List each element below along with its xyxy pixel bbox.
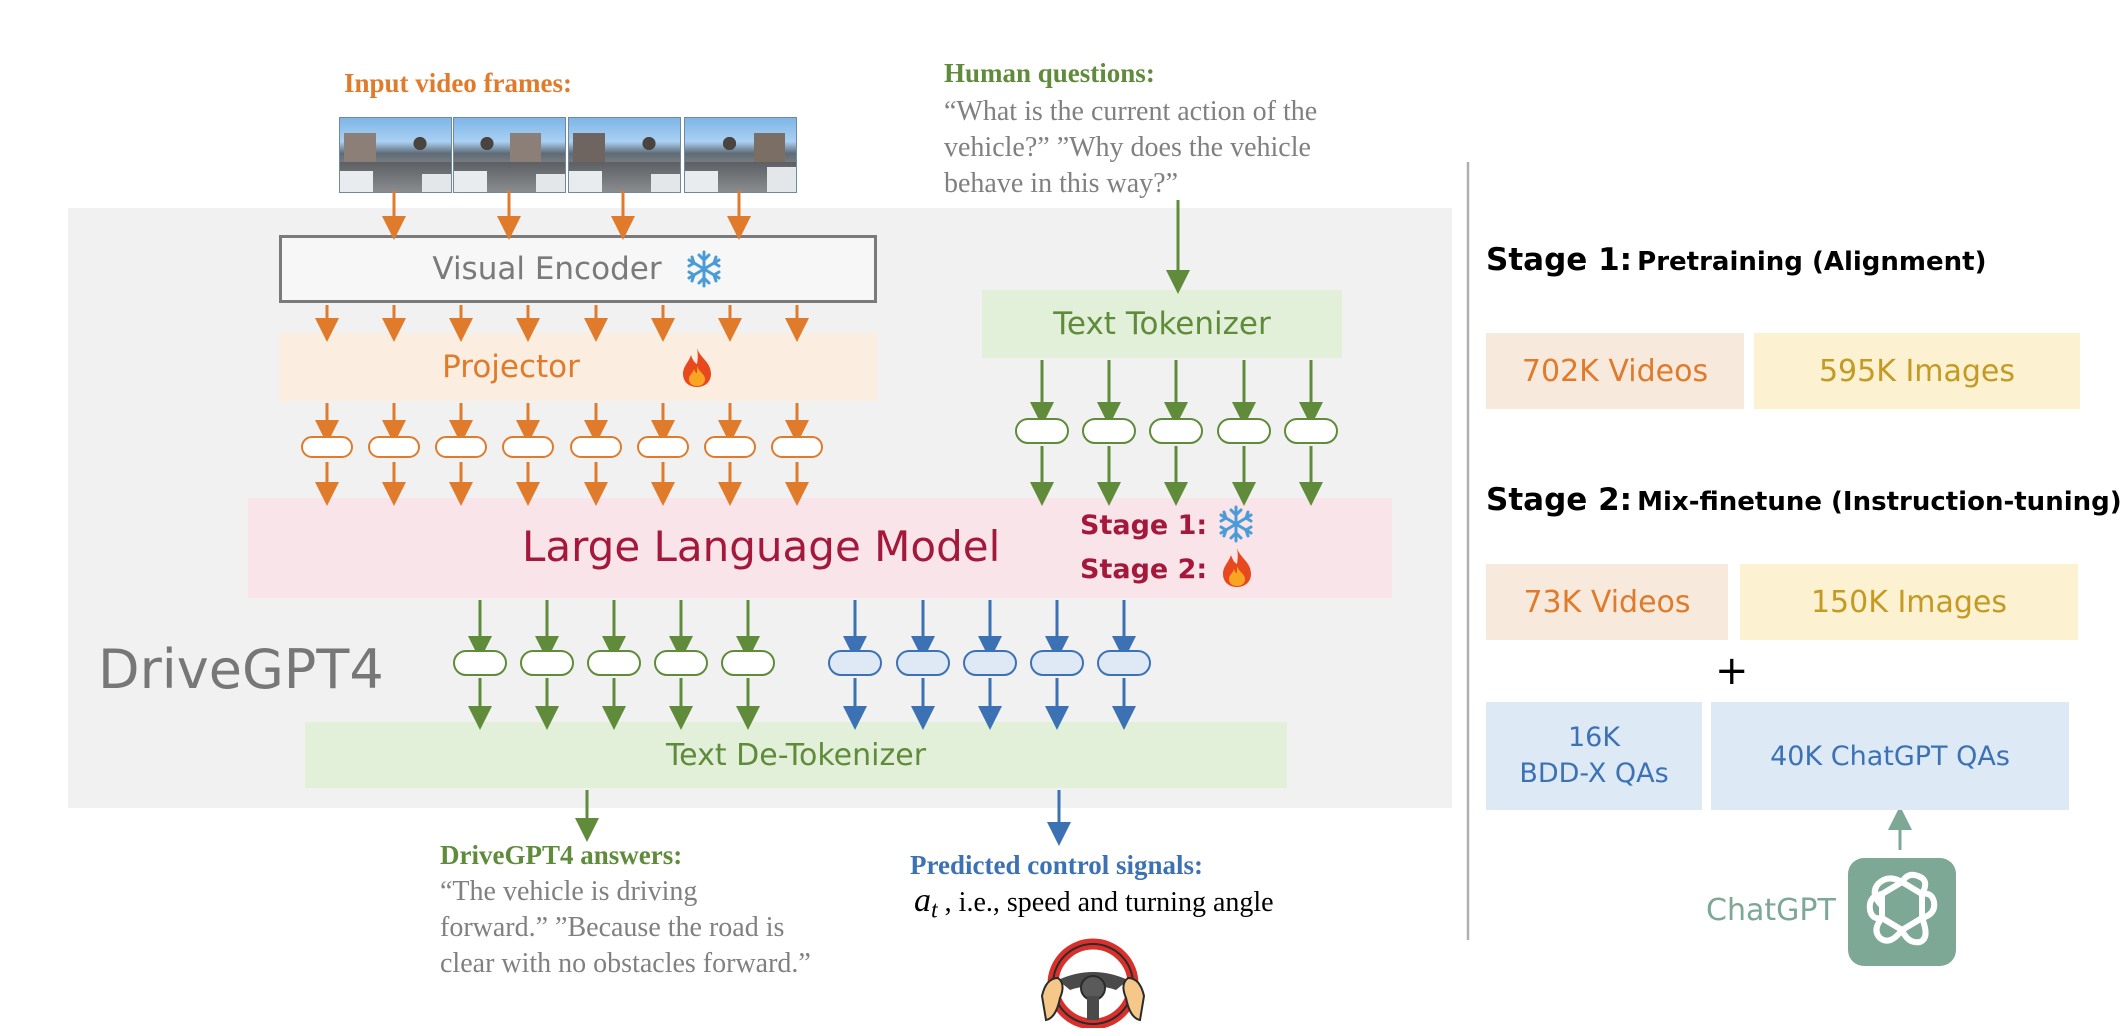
control-subscript: t	[931, 897, 938, 924]
text-token	[1149, 418, 1203, 444]
control-token	[1030, 650, 1084, 676]
stage1-images-box: 595K Images	[1754, 333, 2080, 409]
visual-token	[368, 436, 420, 458]
projector-label: Projector	[442, 349, 580, 385]
answers-text: “The vehicle is driving forward.” ”Becau…	[440, 874, 811, 982]
stage1-videos-box: 702K Videos	[1486, 333, 1744, 409]
answer-line: clear with no obstacles forward.”	[440, 948, 811, 979]
projector-box: Projector	[279, 333, 877, 401]
video-frame	[453, 117, 566, 193]
control-token	[828, 650, 882, 676]
visual-token	[704, 436, 756, 458]
stage2-images-label: 150K Images	[1810, 584, 2008, 620]
llm-stage1-label: Stage 1:	[1080, 510, 1208, 541]
llm-box: Large Language Model Stage 1: Stage 2:	[248, 498, 1392, 598]
video-frame	[684, 117, 797, 193]
stage2-desc: Mix-finetune (Instruction-tuning)	[1637, 487, 2122, 517]
fire-icon	[680, 346, 714, 388]
control-token	[896, 650, 950, 676]
answer-token	[654, 650, 708, 676]
stage2-title: Stage 2:	[1486, 482, 1633, 518]
control-token	[963, 650, 1017, 676]
visual-token	[771, 436, 823, 458]
answer-token	[453, 650, 507, 676]
video-frame	[568, 117, 681, 193]
model-name: DriveGPT4	[98, 638, 384, 701]
text-token	[1015, 418, 1069, 444]
snowflake-icon	[684, 249, 724, 289]
snowflake-icon	[1216, 504, 1256, 544]
stage2-videos-box: 73K Videos	[1486, 564, 1728, 640]
control-text: at , i.e., speed and turning angle	[914, 882, 1274, 925]
chatgpt-qa-label: 40K ChatGPT QAs	[1770, 740, 2010, 772]
visual-token	[502, 436, 554, 458]
answer-token	[520, 650, 574, 676]
control-label: Predicted control signals:	[910, 850, 1203, 880]
input-frames-label: Input video frames:	[344, 68, 572, 98]
human-questions-label: Human questions:	[944, 58, 1155, 88]
text-tokenizer-label: Text Tokenizer	[1053, 306, 1271, 342]
control-token	[1097, 650, 1151, 676]
stage1-desc: Pretraining (Alignment)	[1637, 247, 1987, 277]
stage1-title: Stage 1:	[1486, 242, 1633, 278]
text-token	[1217, 418, 1271, 444]
answer-line: forward.” ”Because the road is	[440, 912, 785, 943]
llm-stage2-label: Stage 2:	[1080, 554, 1208, 585]
text-detokenizer-box: Text De-Tokenizer	[305, 722, 1287, 788]
visual-encoder-label: Visual Encoder	[432, 251, 662, 287]
bddx-count: 16K	[1567, 722, 1621, 753]
visual-token	[637, 436, 689, 458]
plus-sign: +	[1715, 648, 1749, 694]
chatgpt-label: ChatGPT	[1706, 893, 1836, 928]
chatgpt-qa-box: 40K ChatGPT QAs	[1711, 702, 2069, 810]
human-question-line: “What is the current action of the	[944, 96, 1318, 127]
human-question-line: vehicle?” ”Why does the vehicle	[944, 132, 1311, 163]
llm-label: Large Language Model	[522, 522, 1001, 571]
bddx-qa-box: 16K BDD-X QAs	[1486, 702, 1702, 810]
text-detokenizer-label: Text De-Tokenizer	[665, 737, 927, 773]
visual-token	[570, 436, 622, 458]
text-tokenizer-box: Text Tokenizer	[982, 290, 1342, 358]
visual-token	[435, 436, 487, 458]
control-desc: , i.e., speed and turning angle	[944, 887, 1274, 918]
video-frame	[339, 117, 452, 193]
steering-wheel-icon	[1036, 934, 1150, 1030]
visual-token	[301, 436, 353, 458]
human-questions-text: “What is the current action of the vehic…	[944, 94, 1317, 202]
fire-icon	[1220, 546, 1254, 588]
stage2-images-box: 150K Images	[1740, 564, 2078, 640]
bddx-label: BDD-X QAs	[1519, 758, 1669, 789]
stage1-images-label: 595K Images	[1818, 353, 2016, 389]
answer-token	[721, 650, 775, 676]
stage1-videos-label: 702K Videos	[1521, 353, 1709, 389]
answer-token	[587, 650, 641, 676]
stage2-heading: Stage 2: Mix-finetune (Instruction-tunin…	[1486, 482, 2122, 518]
answer-line: “The vehicle is driving	[440, 876, 698, 907]
visual-encoder-box: Visual Encoder	[279, 235, 877, 303]
chatgpt-logo-icon	[1848, 858, 1956, 966]
human-question-line: behave in this way?”	[944, 168, 1179, 199]
text-token	[1284, 418, 1338, 444]
stage1-heading: Stage 1: Pretraining (Alignment)	[1486, 242, 1986, 278]
stage2-videos-label: 73K Videos	[1523, 584, 1691, 620]
text-token	[1082, 418, 1136, 444]
answers-label: DriveGPT4 answers:	[440, 840, 683, 870]
control-symbol: a	[914, 882, 931, 919]
